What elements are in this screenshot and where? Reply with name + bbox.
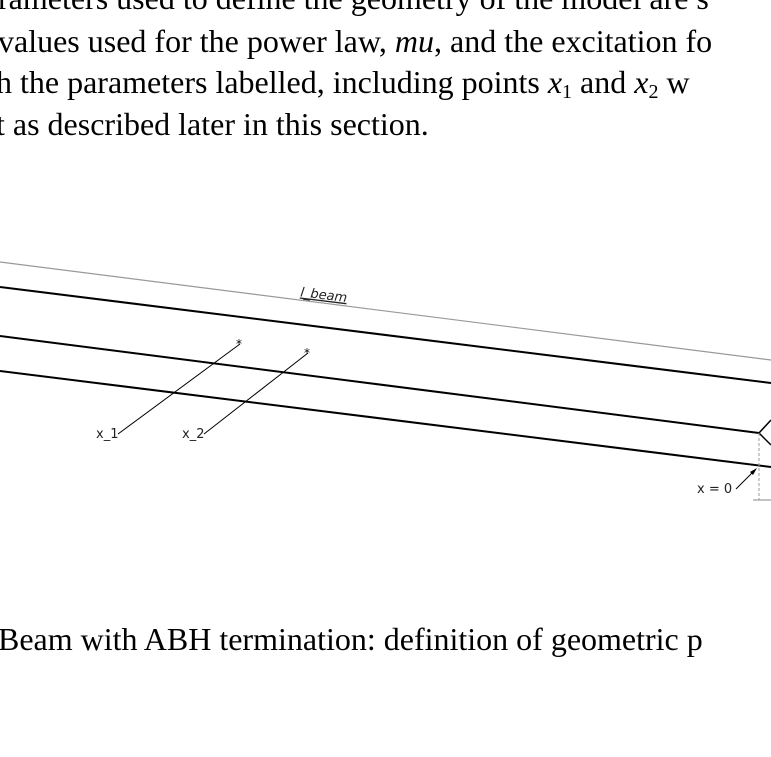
x1-leader <box>117 343 241 435</box>
x1-sub: 1 <box>562 81 573 103</box>
x1-var: x <box>547 64 563 100</box>
paragraph-line-4: t as described later in this section. <box>0 106 429 142</box>
text: w <box>658 64 690 100</box>
x2-sub: 2 <box>648 81 659 103</box>
paragraph-line-3: h the parameters labelled, including poi… <box>0 62 690 103</box>
paragraph-line-1: rameters used to define the geometry of … <box>0 0 709 19</box>
x2-var: x <box>634 64 649 100</box>
abh-termination <box>757 419 771 446</box>
x1-label: x_1 <box>96 427 118 442</box>
figure-caption: Beam with ABH termination: definition of… <box>0 621 703 657</box>
x2-label: x_2 <box>182 427 204 442</box>
x2-point-marker-icon: * <box>304 346 310 360</box>
beam-bottom-edge <box>0 370 771 468</box>
x1-point-marker-icon: * <box>236 337 242 351</box>
mu-term: mu <box>394 23 435 59</box>
origin-label: x = 0 <box>697 482 732 497</box>
beam-top-edge <box>0 286 771 384</box>
beam-middle-edge <box>0 335 760 434</box>
origin-arrow-icon <box>750 468 757 475</box>
beam-length-dimension-line <box>0 261 771 361</box>
beam-length-label: l_beam <box>299 285 347 306</box>
text: , and the excitation fo <box>434 23 713 59</box>
text: values used for the power law, <box>0 23 395 59</box>
x2-leader <box>203 352 309 435</box>
paragraph-line-2: values used for the power law, mu, and t… <box>0 21 712 62</box>
text: h the parameters labelled, including poi… <box>0 64 548 100</box>
text: and <box>572 64 635 100</box>
